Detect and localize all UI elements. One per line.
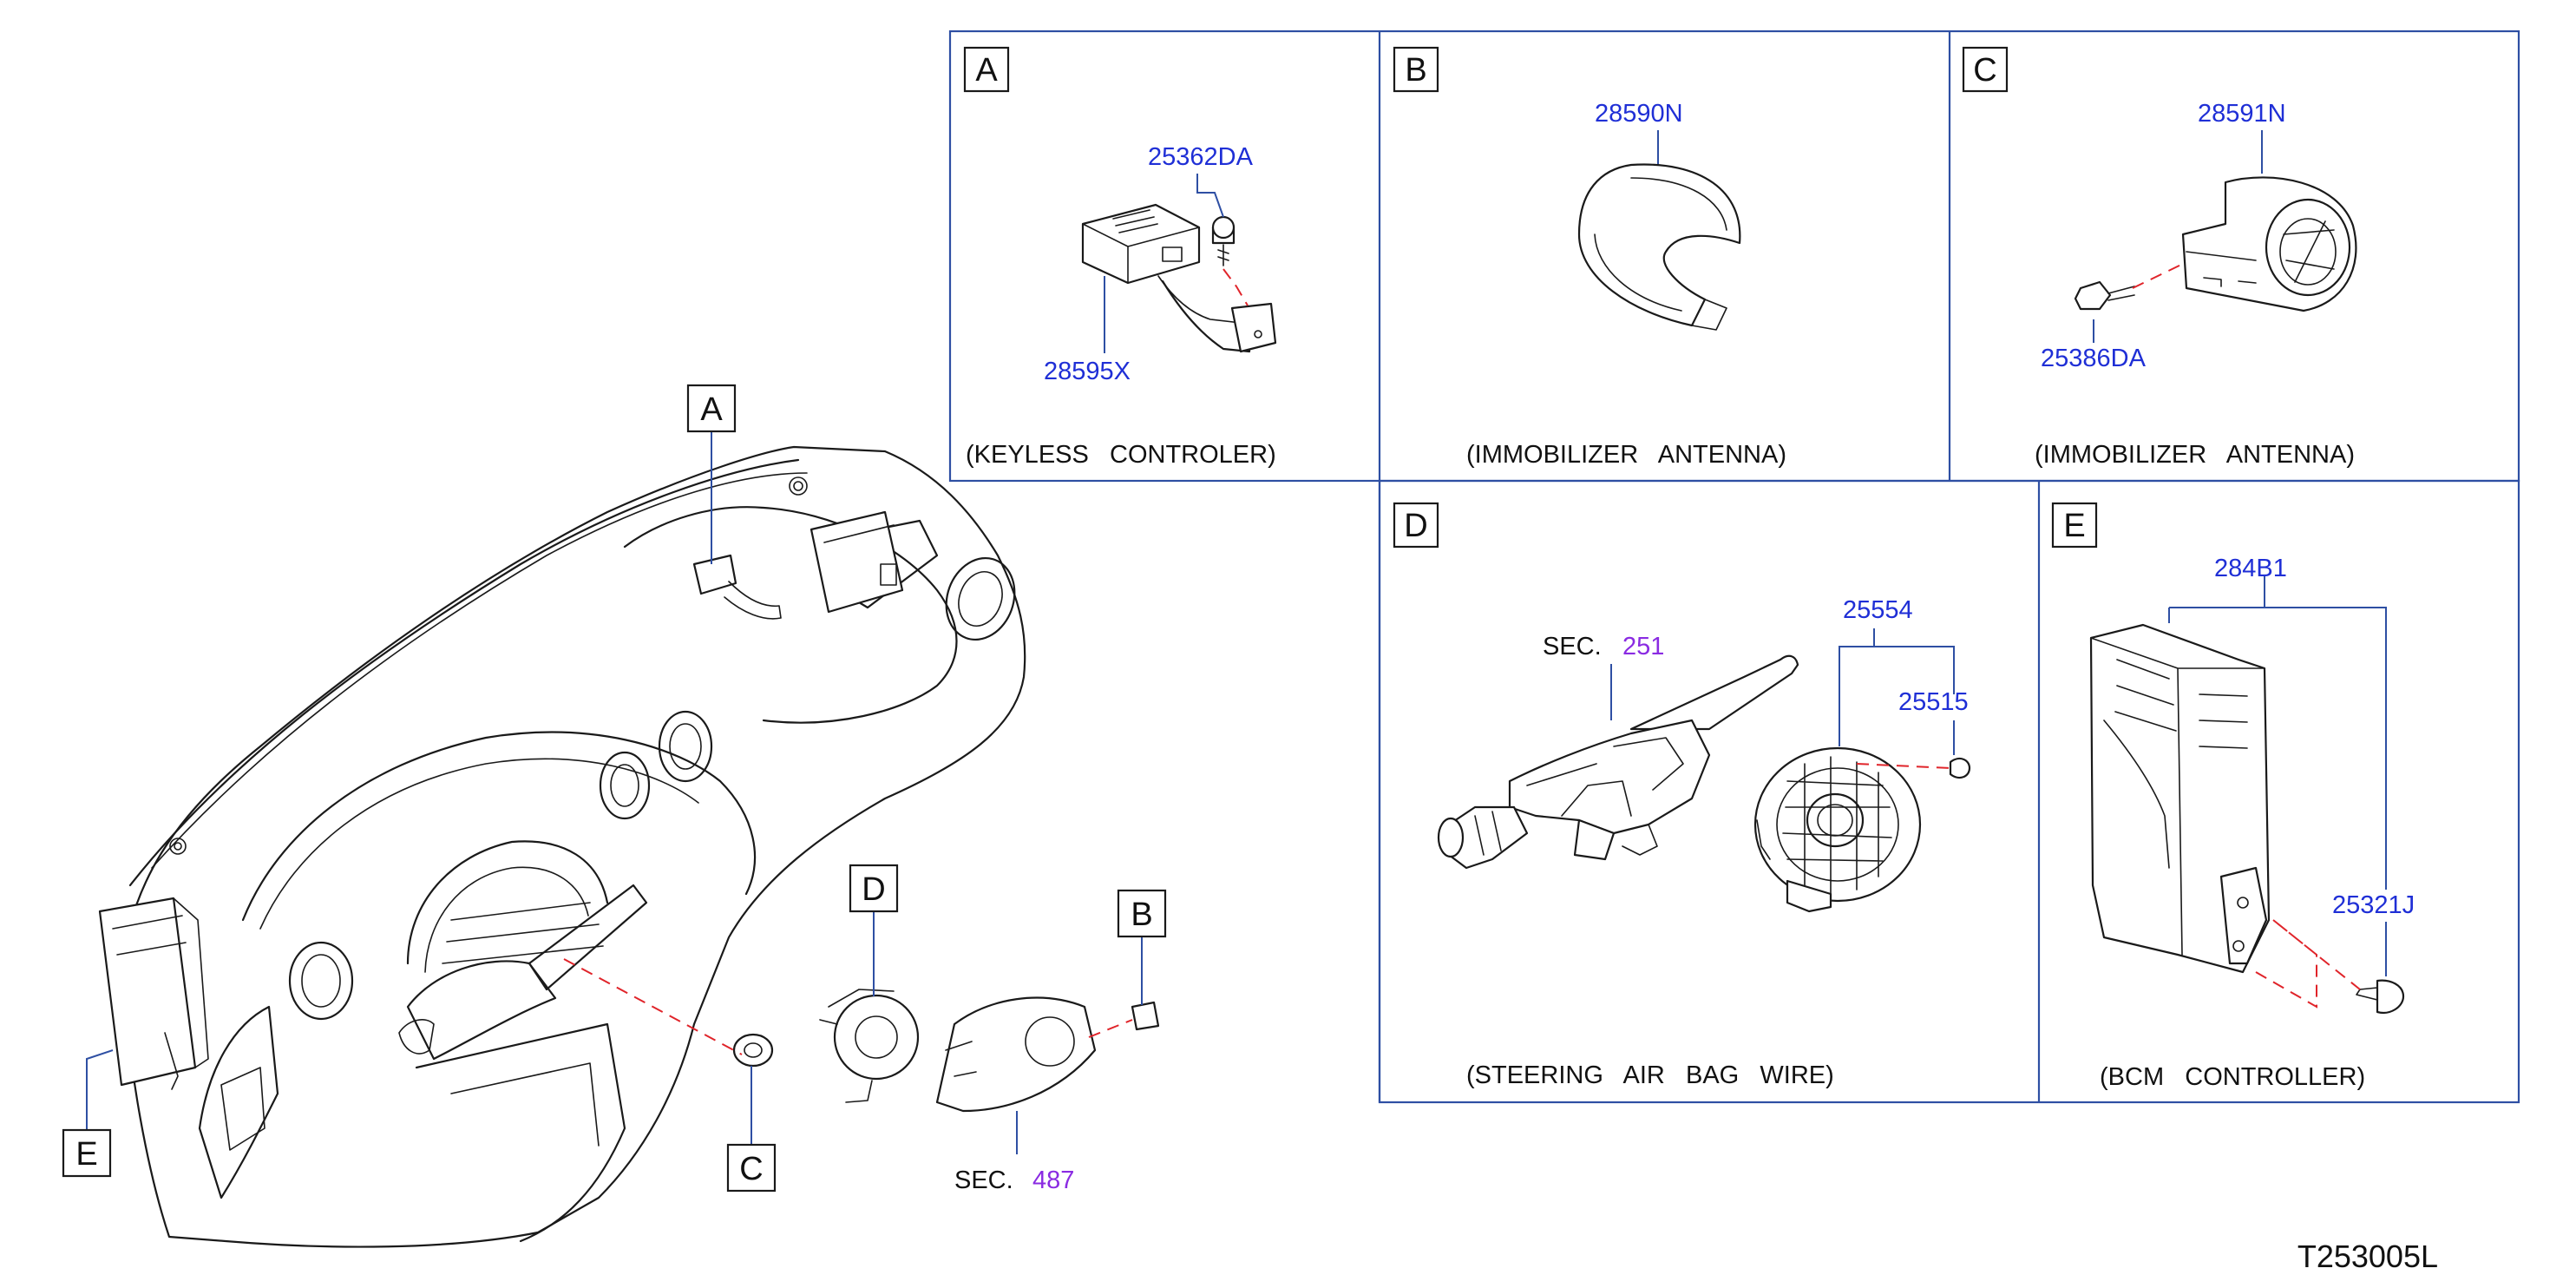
panel-d-steering-air-bag-wire: D SEC. 251 25554 25515 (STEERING AIR BAG… (1393, 502, 1971, 1089)
spiral-cable-overview-part (819, 989, 920, 1103)
part-number-28591N[interactable]: 28591N (2198, 100, 2286, 128)
callout-d[interactable]: D (849, 864, 899, 913)
part-number-28590N[interactable]: 28590N (1595, 100, 1683, 128)
column-cover-overview-part (935, 996, 1097, 1113)
svg-text:SEC.: SEC. (1543, 633, 1602, 660)
panel-d-letter: D (1404, 508, 1427, 544)
antenna-ring-overview-part (1131, 1001, 1160, 1031)
assembly-dashed-line (1088, 1019, 1133, 1038)
callout-b[interactable]: B (1117, 889, 1167, 938)
instrument-panel-drawing (120, 445, 1026, 1248)
antenna-c-overview-part (732, 1033, 774, 1068)
section-reference-251[interactable]: SEC. 251 (1543, 633, 1664, 660)
panel-a-keyless-controller: A 25362DA 28595X (KEYLESS CONTROLER) (963, 46, 1277, 469)
svg-text:251: 251 (1622, 633, 1664, 660)
panel-c-caption: (IMMOBILIZER ANTENNA) (2035, 441, 2355, 469)
panel-e-letter: E (2063, 508, 2085, 544)
part-number-25515[interactable]: 25515 (1898, 688, 1969, 716)
panel-b-caption: (IMMOBILIZER ANTENNA) (1466, 441, 1786, 469)
part-number-284B1[interactable]: 284B1 (2214, 555, 2287, 582)
part-number-25554[interactable]: 25554 (1843, 596, 1913, 624)
part-number-25321J[interactable]: 25321J (2332, 891, 2415, 919)
svg-text:C: C (739, 1151, 763, 1187)
svg-text:B: B (1131, 897, 1152, 933)
drawing-code: T253005L (2297, 1239, 2438, 1274)
control-module-overview-part (810, 510, 904, 614)
keyless-controller-overview-part (692, 554, 782, 620)
part-number-25362DA[interactable]: 25362DA (1148, 143, 1254, 171)
panel-a-letter: A (975, 52, 998, 89)
svg-text:487: 487 (1032, 1166, 1074, 1194)
part-number-25386DA[interactable]: 25386DA (2041, 345, 2147, 372)
callout-a[interactable]: A (686, 384, 737, 433)
callout-e[interactable]: E (62, 1128, 112, 1178)
callout-leader (86, 1049, 114, 1130)
detail-panel-frames (948, 30, 2520, 1104)
svg-text:D: D (862, 871, 885, 908)
panel-b-letter: B (1405, 52, 1426, 89)
svg-text:SEC.: SEC. (954, 1166, 1013, 1194)
svg-text:A: A (700, 391, 723, 428)
section-reference-487[interactable]: SEC. 487 (954, 1166, 1074, 1194)
assembly-dashed-line (563, 958, 743, 1055)
panel-a-caption: (KEYLESS CONTROLER) (966, 441, 1276, 469)
panel-d-caption: (STEERING AIR BAG WIRE) (1466, 1061, 1834, 1089)
panel-c-immobilizer-antenna: C 28591N 25386DA (IMMOBILIZER ANTENNA) (1962, 46, 2357, 469)
panel-e-bcm-controller: E 284B1 25321J (BCM CONTROLLER) (2051, 502, 2415, 1091)
callout-c[interactable]: C (726, 1143, 777, 1193)
bcm-overview-part (98, 897, 209, 1090)
panel-b-immobilizer-antenna: B 28590N (IMMOBILIZER ANTENNA) (1393, 46, 1786, 469)
panel-c-letter: C (1973, 52, 1996, 89)
panel-e-caption: (BCM CONTROLLER) (2100, 1063, 2365, 1091)
svg-text:E: E (75, 1136, 97, 1173)
part-number-28595X[interactable]: 28595X (1044, 358, 1131, 385)
